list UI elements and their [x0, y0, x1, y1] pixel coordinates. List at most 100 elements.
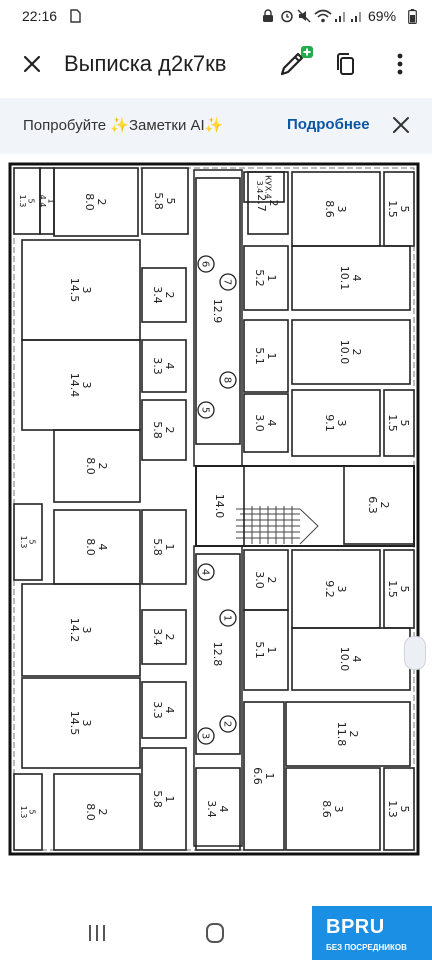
plan-room: 23.4 — [141, 267, 187, 323]
signal-icon — [334, 9, 348, 26]
room-label: 314.4 — [68, 373, 93, 398]
document-title: Выписка д2к7кв — [64, 51, 227, 76]
more-options-button[interactable] — [380, 44, 420, 84]
plan-room: 43.0 — [243, 393, 289, 453]
banner-text: Попробуйте ✨Заметки AI✨ — [23, 117, 224, 134]
room-number: 2 — [265, 577, 278, 584]
corridor-marker: 5 — [197, 401, 215, 419]
plan-room: 14.0 — [195, 465, 245, 547]
room-number: 5 — [164, 198, 177, 205]
plan-room: 51.3 — [383, 767, 415, 851]
edit-pen-icon — [280, 46, 313, 76]
room-number: 4 — [163, 363, 176, 370]
room-label: 23.0 — [253, 571, 278, 589]
room-number: 3 — [332, 806, 345, 813]
room-area: 3.0 — [253, 414, 266, 432]
room-label: 15.8 — [151, 790, 176, 808]
room-area: 9.1 — [323, 414, 336, 432]
room-area: 5.8 — [151, 538, 164, 556]
banner-close-button[interactable] — [388, 112, 414, 138]
room-outline — [243, 245, 289, 311]
app-toolbar: Выписка д2к7кв — [0, 34, 432, 96]
room-number: 1 — [265, 353, 278, 360]
room-number: 1 — [163, 544, 176, 551]
room-label: 15.2 — [253, 269, 278, 287]
room-area: 5.8 — [152, 192, 165, 210]
room-label: КУХ.43.4 — [255, 175, 273, 199]
plan-room: 12.9 — [195, 177, 241, 445]
room-label: 43.4 — [205, 800, 230, 818]
room-outline — [243, 701, 285, 851]
room-area: 8.6 — [320, 800, 333, 818]
room-outline — [13, 773, 43, 851]
room-number: 3 — [80, 382, 93, 389]
home-button[interactable] — [200, 920, 230, 946]
plan-room: 12.8 — [195, 553, 241, 755]
room-area: 14.0 — [213, 494, 226, 519]
room-outline — [141, 509, 187, 585]
room-number: 4 — [96, 544, 109, 551]
room-label: 39.2 — [323, 580, 348, 598]
brand-logo: BPRU — [326, 916, 385, 938]
room-outline — [53, 773, 141, 851]
plan-room: 26.3 — [343, 465, 415, 545]
plan-room: 38.6 — [285, 767, 381, 851]
room-number: 2 — [267, 200, 280, 207]
room-label: 38.6 — [320, 800, 345, 818]
room-area: 5.1 — [253, 347, 266, 365]
close-button[interactable] — [12, 44, 52, 84]
plan-room: 15.1 — [243, 609, 289, 691]
room-number: 5 — [398, 806, 411, 813]
banner-more-link[interactable]: Подробнее — [287, 116, 370, 133]
recent-apps-button[interactable] — [82, 920, 112, 946]
room-outline — [195, 553, 241, 755]
status-time: 22:16 — [22, 8, 58, 24]
room-outline — [141, 267, 187, 323]
room-label: 48.0 — [84, 538, 109, 556]
plan-room: 43.4 — [195, 767, 241, 851]
file-icon — [70, 9, 81, 26]
room-area: 3.4 — [205, 800, 218, 818]
room-label: 14.0 — [213, 494, 226, 519]
room-area: 14.2 — [68, 618, 81, 643]
room-label: 39.1 — [323, 414, 348, 432]
scroll-handle[interactable] — [404, 636, 426, 670]
room-area: 8.0 — [84, 538, 97, 556]
room-number: 2 — [163, 292, 176, 299]
room-number: 3 — [335, 586, 348, 593]
room-label: 43.3 — [151, 357, 176, 375]
room-outline — [285, 701, 411, 767]
room-outline — [285, 767, 381, 851]
corridor-marker-label: 3 — [200, 733, 211, 739]
room-label: 15.1 — [253, 641, 278, 659]
room-number: 4 — [265, 420, 278, 427]
room-number: 3 — [335, 206, 348, 213]
corridor-marker-label: 8 — [222, 377, 233, 383]
corridor-marker: 1 — [219, 609, 237, 627]
room-number: 5 — [398, 206, 411, 213]
room-number: 5 — [28, 539, 37, 544]
copy-button[interactable] — [326, 44, 366, 84]
room-area: 3.3 — [151, 357, 164, 375]
plan-room: 410.1 — [291, 245, 411, 311]
close-icon — [393, 117, 409, 133]
close-icon — [23, 55, 41, 73]
room-label: 51.5 — [386, 200, 411, 218]
plan-room: 23.0 — [243, 549, 289, 611]
alarm-icon — [280, 9, 294, 26]
edit-button[interactable] — [274, 44, 314, 84]
brand-subtitle: БЕЗ ПОСРЕДНИКОВ — [326, 943, 407, 952]
room-area: 5.1 — [253, 641, 266, 659]
plan-room: 39.2 — [291, 549, 381, 629]
room-outline — [243, 393, 289, 453]
room-area: 4.4 — [38, 195, 47, 208]
room-number: КУХ.4 — [264, 175, 273, 199]
plan-room: 15.8 — [141, 509, 187, 585]
room-label: 51.3 — [18, 195, 36, 208]
plan-room: 28.0 — [53, 167, 139, 237]
room-number: 2 — [378, 502, 391, 509]
plan-room: 55.8 — [141, 167, 189, 235]
plan-room: 15.2 — [243, 245, 289, 311]
